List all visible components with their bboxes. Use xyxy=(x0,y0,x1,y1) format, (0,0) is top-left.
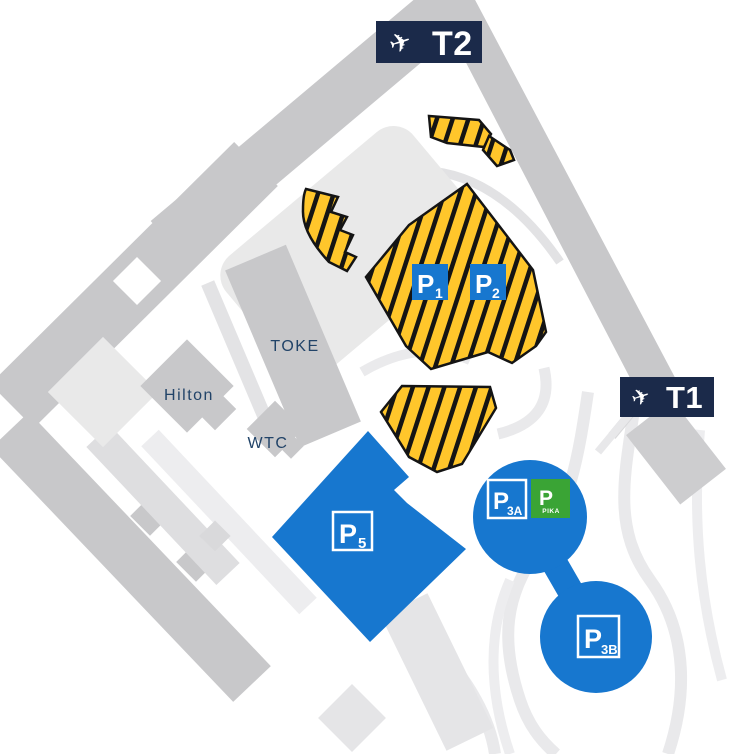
label-hilton: Hilton xyxy=(164,387,214,404)
service-road xyxy=(86,425,240,585)
label-wtc: WTC xyxy=(248,435,289,452)
bottom-lot xyxy=(380,593,494,751)
terminal-plate xyxy=(620,377,714,417)
buildings-layer xyxy=(140,244,726,552)
building-footprint xyxy=(278,433,304,459)
road-curve xyxy=(496,366,552,440)
terminal-approach-band xyxy=(150,0,681,417)
strip-surface xyxy=(201,280,273,424)
parking-layer xyxy=(272,431,652,693)
badge-pika[interactable]: P PIKA xyxy=(531,479,570,518)
road-curve xyxy=(502,391,594,754)
badge-subscript: 3B xyxy=(601,642,618,657)
badge-p3a[interactable]: P 3A xyxy=(486,478,528,520)
east-building xyxy=(626,399,726,505)
badge-subscript: 1 xyxy=(435,285,443,301)
badge-symbol: P xyxy=(539,487,553,510)
badge-square[interactable] xyxy=(412,264,448,300)
badge-subscript: PIKA xyxy=(542,508,560,515)
badge-p1[interactable]: P 1 xyxy=(412,264,448,301)
road-curve xyxy=(488,577,515,754)
building-footprint xyxy=(193,387,237,431)
terminal-plate xyxy=(376,21,482,63)
construction-zone-west-strip[interactable] xyxy=(301,187,358,273)
badge-subscript: 5 xyxy=(358,535,366,552)
terminal-t1-badge: ✈ T1 xyxy=(620,377,714,417)
notch-cut xyxy=(112,256,162,306)
parking-area-p3b[interactable] xyxy=(540,581,652,693)
badge-symbol: P xyxy=(584,624,602,654)
badge-square[interactable] xyxy=(470,264,506,300)
badge-symbol: P xyxy=(475,269,492,299)
parking-area-p5[interactable] xyxy=(272,431,466,642)
construction-zones xyxy=(301,114,548,474)
road-curve xyxy=(618,395,688,754)
badge-symbol: P xyxy=(339,519,357,549)
badge-square[interactable] xyxy=(331,510,374,552)
construction-zone-mid[interactable] xyxy=(379,384,498,474)
left-building-notch xyxy=(112,256,162,306)
hilton-building-step xyxy=(193,387,237,431)
service-road xyxy=(141,429,317,615)
badge-p3b[interactable]: P 3B xyxy=(576,614,621,659)
badge-symbol: P xyxy=(493,488,509,515)
left-building-band-lower xyxy=(0,412,271,702)
walkway-strip xyxy=(201,280,273,424)
terminal-label: T1 xyxy=(666,380,703,415)
badge-symbol: P xyxy=(417,269,434,299)
toke-building xyxy=(225,244,361,448)
badge-square[interactable] xyxy=(576,614,621,659)
building-labels: TOKE Hilton WTC xyxy=(164,338,319,452)
badge-p2[interactable]: P 2 xyxy=(470,264,506,301)
badge-subscript: 2 xyxy=(492,285,500,301)
building-footprint xyxy=(626,399,726,505)
lot-surface xyxy=(318,684,386,752)
bottom-lot xyxy=(318,684,386,752)
badge-square[interactable] xyxy=(486,478,528,520)
lot-surface xyxy=(380,593,494,751)
wtc-building-step xyxy=(278,433,304,459)
badge-p5[interactable]: P 5 xyxy=(331,510,374,552)
building-footprint xyxy=(225,244,361,448)
terminal-t2-badge: ✈ T2 xyxy=(376,21,482,63)
construction-zone-p1-p2[interactable] xyxy=(364,182,548,371)
terminal-label: T2 xyxy=(432,25,473,63)
badge-subscript: 3A xyxy=(507,504,523,518)
label-toke: TOKE xyxy=(270,338,319,355)
construction-zone-north-b[interactable] xyxy=(481,134,516,168)
badge-square[interactable] xyxy=(531,479,570,518)
